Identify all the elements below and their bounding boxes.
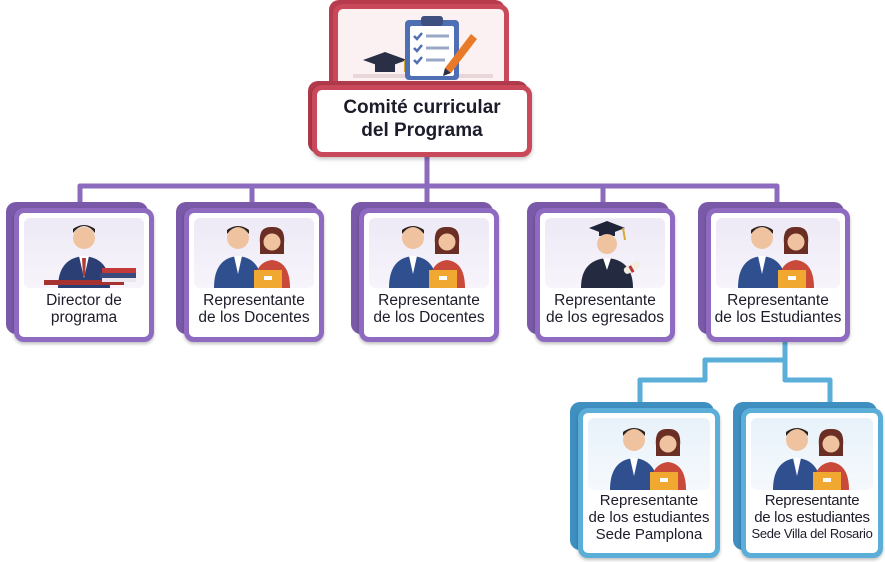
root-node: Comité curricular del Programa: [308, 81, 532, 157]
sub-node-pamplona: Representante de los estudiantes Sede Pa…: [570, 402, 720, 558]
member-label: Representante de los Estudiantes: [714, 292, 842, 327]
students-icon: [610, 428, 686, 490]
member-node-estudiantes: Representante de los Estudiantes: [698, 202, 850, 342]
sub-member-label: Representante de los estudiantes Sede Vi…: [751, 492, 873, 541]
member-label: Representante de los egresados: [545, 292, 665, 327]
students-icon: [773, 428, 849, 490]
graduate-icon: [581, 221, 641, 288]
member-label: Representante de los Docentes: [373, 292, 485, 327]
teachers-icon: [214, 226, 290, 288]
teachers-icon: [389, 226, 465, 288]
member-node-docentes-1: Representante de los Docentes: [176, 202, 324, 342]
member-label: Representante de los Docentes: [198, 292, 310, 327]
member-node-docentes-2: Representante de los Docentes: [351, 202, 499, 342]
students-icon: [738, 226, 814, 288]
member-node-egresados: Representante de los egresados: [527, 202, 675, 342]
member-label: Director de programa: [46, 292, 122, 327]
clipboard-checklist-icon: [353, 16, 493, 80]
root-title: Comité curricular del Programa: [343, 97, 501, 141]
director-icon: [44, 225, 136, 288]
member-node-director: Director de programa: [6, 202, 154, 342]
sub-member-label: Representante de los estudiantes Sede Pa…: [588, 492, 710, 543]
sub-node-villa-del-rosario: Representante de los estudiantes Sede Vi…: [733, 402, 883, 558]
